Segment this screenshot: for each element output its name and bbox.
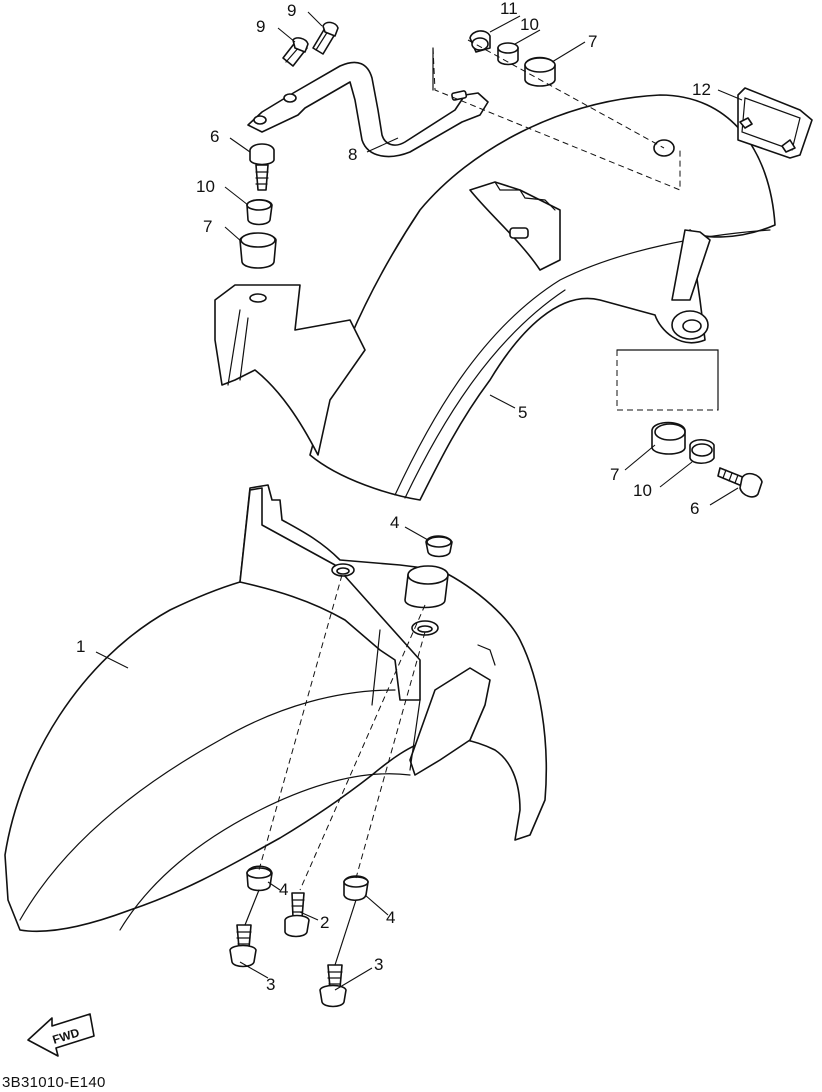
nut-part-11 <box>469 30 491 53</box>
callout-8: 8 <box>348 145 357 164</box>
damper-part-7-top <box>524 56 556 87</box>
callout-12: 12 <box>692 80 711 99</box>
callout-6-right: 6 <box>690 499 699 518</box>
reflector-part-12 <box>737 87 813 159</box>
callout-4-right: 4 <box>386 908 395 927</box>
callout-9-left: 9 <box>256 17 265 36</box>
callout-6-left: 6 <box>210 127 219 146</box>
callout-4-top: 4 <box>390 513 399 532</box>
screw-part-9-right <box>312 21 339 55</box>
bracket-part-8 <box>247 61 489 158</box>
callout-5: 5 <box>518 403 527 422</box>
callout-9-right: 9 <box>287 1 296 20</box>
callout-labels: 1 2 3 3 4 4 4 5 6 6 7 7 7 8 9 9 10 10 10… <box>76 0 711 994</box>
bolt-part-2 <box>284 892 310 938</box>
collar-part-10-left <box>246 198 273 226</box>
callout-2: 2 <box>320 913 329 932</box>
callout-3-left: 3 <box>266 975 275 994</box>
fwd-arrow-icon: FWD <box>27 1013 95 1057</box>
callout-4-left: 4 <box>279 880 288 899</box>
collar-part-10-top <box>497 42 519 66</box>
bolt-part-6-left <box>249 143 275 191</box>
callout-3-right: 3 <box>374 955 383 974</box>
callout-10-right: 10 <box>633 481 652 500</box>
collar-part-4-left <box>246 865 273 892</box>
bolt-part-3-left <box>229 924 257 968</box>
callout-7-left: 7 <box>203 217 212 236</box>
diagram-code: 3B31010-E140 <box>2 1074 106 1091</box>
callout-7-right: 7 <box>610 465 619 484</box>
damper-part-7-left <box>239 232 277 269</box>
collar-part-4-right <box>343 875 369 902</box>
leader-lines <box>95 11 743 991</box>
callout-11: 11 <box>500 0 518 18</box>
callout-1: 1 <box>76 637 85 656</box>
bolt-part-3-right <box>319 964 347 1008</box>
collar-part-4-top <box>425 535 453 558</box>
screw-part-9-left <box>282 37 309 67</box>
front-fender-part-1 <box>4 484 548 933</box>
bolt-part-6-right <box>717 467 763 498</box>
callout-7-top: 7 <box>588 32 597 51</box>
rear-fender-part-5 <box>214 94 776 501</box>
collar-part-10-right <box>689 438 715 465</box>
callout-10-left: 10 <box>196 177 215 196</box>
callout-10-top: 10 <box>520 15 539 34</box>
damper-part-7-right <box>651 421 686 455</box>
assembly-lines <box>244 39 719 966</box>
